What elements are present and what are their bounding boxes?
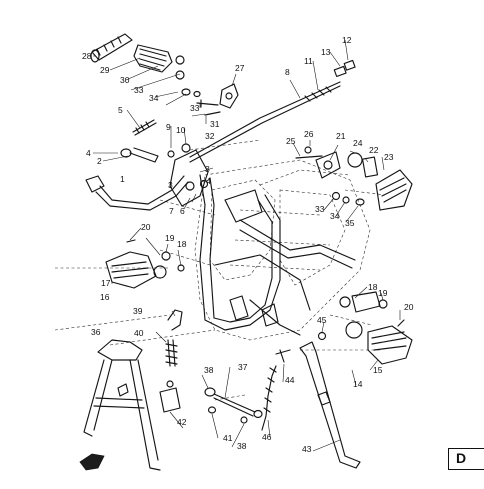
- callout-17: 17: [101, 278, 111, 288]
- callout-23: 23: [384, 152, 394, 162]
- callout-32: 32: [205, 131, 215, 141]
- callout-21: 21: [336, 131, 346, 141]
- callout-12: 12: [342, 35, 352, 45]
- callout-7: 7: [169, 206, 174, 216]
- callout-40: 40: [134, 328, 144, 338]
- callout-33c: 33: [315, 204, 325, 214]
- front-footrest-left: [105, 239, 185, 289]
- callout-6: 6: [180, 206, 185, 216]
- callout-18b: 18: [368, 282, 378, 292]
- callout-38: 38: [204, 365, 214, 375]
- callout-19: 19: [165, 233, 175, 243]
- brake-rod: [189, 59, 356, 163]
- front-footrest-right: [339, 291, 413, 365]
- rubber-block: [159, 380, 181, 413]
- callout-25: 25: [286, 136, 296, 146]
- rear-footrest-left: [90, 33, 185, 80]
- callout-29: 29: [100, 65, 110, 75]
- callout-43: 43: [302, 444, 312, 454]
- callout-4: 4: [86, 148, 91, 158]
- callout-30: 30: [120, 75, 130, 85]
- callout-42: 42: [177, 417, 187, 427]
- side-stand: [261, 331, 361, 469]
- callout-9: 9: [166, 122, 171, 132]
- callout-3b: 3: [168, 180, 173, 190]
- callout-labels: 1 2 3 3 4 4 5 6 7 8 9 10 11 12 13 14 15 …: [82, 35, 414, 454]
- callout-4b: 4: [206, 176, 211, 186]
- callout-20: 20: [141, 222, 151, 232]
- callout-27: 27: [235, 63, 245, 73]
- callout-28: 28: [82, 51, 92, 61]
- maker-stamp: [79, 453, 105, 471]
- callout-16: 16: [100, 292, 110, 302]
- main-frame: [199, 174, 356, 336]
- callout-11: 11: [304, 56, 313, 66]
- brake-pedal: [85, 149, 209, 211]
- callout-41: 41: [223, 433, 233, 443]
- callout-36: 36: [91, 327, 101, 337]
- callout-26: 26: [304, 129, 314, 139]
- callout-5: 5: [118, 105, 123, 115]
- callout-13: 13: [321, 47, 331, 57]
- callout-19b: 19: [378, 288, 388, 298]
- callout-8: 8: [285, 67, 290, 77]
- hardware-upper-left: [181, 83, 239, 116]
- callout-39: 39: [133, 306, 143, 316]
- frame-outline: [54, 139, 386, 401]
- callout-3: 3: [205, 164, 210, 174]
- center-stand: [83, 339, 161, 471]
- callout-20b: 20: [404, 302, 414, 312]
- callout-37: 37: [238, 362, 248, 372]
- callout-34: 34: [149, 93, 159, 103]
- callout-35: 35: [345, 218, 355, 228]
- callout-18: 18: [177, 239, 187, 249]
- rear-footrest-right: [295, 146, 413, 211]
- callout-15: 15: [373, 365, 383, 375]
- callout-34b: 34: [330, 211, 340, 221]
- page-section-badge: D: [448, 448, 484, 470]
- callout-24: 24: [353, 138, 363, 148]
- leader-lines: [93, 39, 401, 452]
- callout-1: 1: [120, 174, 125, 184]
- pivot-shaft: [204, 387, 263, 424]
- callout-31: 31: [210, 119, 220, 129]
- callout-22: 22: [369, 145, 379, 155]
- callout-14: 14: [353, 379, 363, 389]
- callout-33b: 33: [190, 103, 200, 113]
- stand-spring: [165, 309, 183, 367]
- callout-45: 45: [317, 315, 327, 325]
- callout-2: 2: [97, 156, 102, 166]
- callout-38b: 38: [237, 441, 247, 451]
- callout-44: 44: [285, 375, 295, 385]
- callout-33: 33: [134, 85, 144, 95]
- callout-10: 10: [176, 125, 186, 135]
- callout-46: 46: [262, 432, 272, 442]
